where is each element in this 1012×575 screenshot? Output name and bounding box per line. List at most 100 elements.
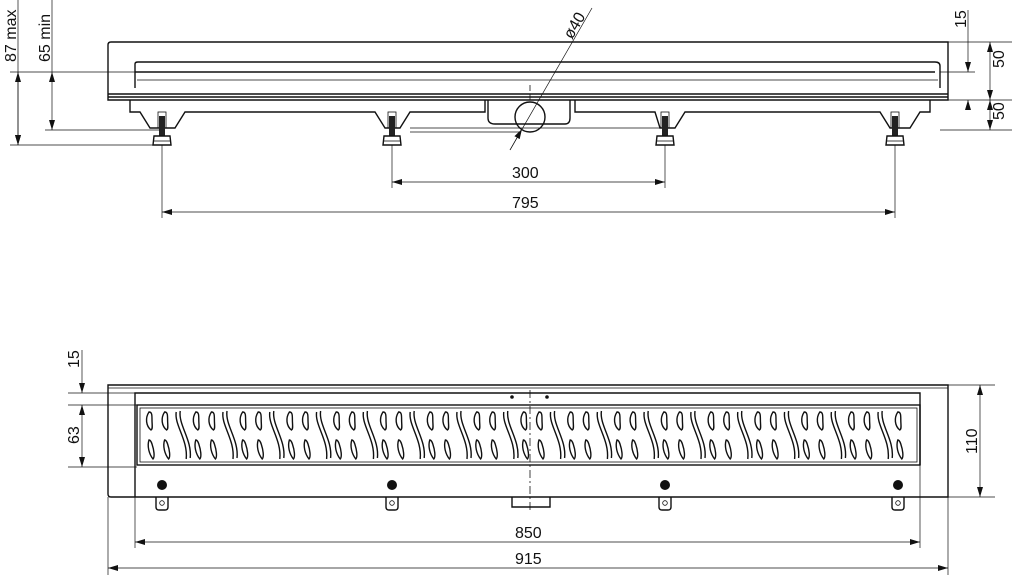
slot [613,411,621,431]
slot [350,439,358,461]
slot [442,411,450,431]
slot [896,439,904,461]
slot [520,411,528,431]
slot [877,410,893,460]
slot [643,410,659,460]
slot [615,439,623,461]
slot [584,439,592,461]
slot [754,411,762,431]
slot [783,410,800,460]
grate-length-label: 850 [515,525,542,542]
support-frame [129,100,931,129]
slot [771,439,779,461]
mounting-foot [891,480,905,511]
outlet-housing [487,100,571,125]
slot [475,439,483,461]
slot [865,439,873,461]
height-max-label: 87 max [3,10,20,62]
slot [707,411,715,431]
lower-50-label: 50 [991,102,1008,120]
slot [737,410,753,460]
slot [362,410,379,460]
inner-frame [134,392,921,497]
slot [769,411,777,431]
top-view: 15 63 110 850 915 [66,350,995,575]
slot [145,411,153,431]
slot [334,439,342,461]
slot [537,439,545,461]
slot [830,410,847,460]
slot [816,411,824,431]
slot [286,411,294,431]
slot [348,411,356,431]
mounting-foot [155,480,169,511]
mounting-foot [658,480,672,511]
slot [239,411,247,431]
height-min-label: 65 min [37,14,54,62]
grate-profile [134,61,941,88]
slot [724,439,732,461]
slot [723,411,731,431]
slot [161,411,169,431]
slot [582,411,590,431]
frame-15-label: 15 [66,350,83,368]
slot [662,439,670,461]
slot [802,439,810,461]
slot [755,439,764,461]
slot [863,411,871,431]
slot [147,439,155,461]
slot [709,439,717,461]
slot [894,411,902,431]
slot [596,410,613,460]
slot [456,410,472,460]
slot [568,439,576,461]
outlet-pipe [514,101,546,133]
total-length-label: 915 [515,551,542,568]
slot [503,410,519,460]
slot [801,411,809,431]
grate-slots [145,410,904,461]
width-110-label: 110 [964,428,981,454]
slot [849,439,857,461]
slot [631,439,639,461]
slot [303,439,311,461]
slot [315,410,332,460]
adjustable-leg [885,111,905,146]
slot [301,411,309,431]
slot [381,439,389,461]
leg-span-label: 795 [512,195,539,212]
slot [818,439,826,461]
slot [255,411,263,431]
leg-spacing-label: 300 [512,165,539,182]
channel-frame [107,384,949,498]
adjustable-leg [152,111,172,146]
pipe-diameter-label: ø40 [561,10,590,42]
slot [241,439,249,461]
adjustable-leg [655,111,675,146]
slot [847,411,855,431]
slot [379,411,387,431]
slot [287,439,296,461]
mounting-foot [385,480,399,511]
slot [660,411,668,431]
slot [269,410,285,460]
channel-body [107,41,949,101]
slot [443,439,452,461]
slot [629,411,637,431]
slot [194,439,202,461]
side-view: 87 max 65 min ø40 15 50 50 300 795 [3,0,1012,218]
slot [549,410,566,460]
upper-50-label: 50 [991,50,1008,68]
slot [222,410,238,460]
slot [208,411,216,431]
slot [333,411,341,431]
slot [428,439,436,461]
slot [395,411,403,431]
slot [409,410,425,460]
slot [677,439,686,461]
grate-63-label: 63 [66,426,83,444]
slot [163,439,171,461]
slot [535,411,543,431]
slot [690,410,706,460]
slot [175,410,191,460]
